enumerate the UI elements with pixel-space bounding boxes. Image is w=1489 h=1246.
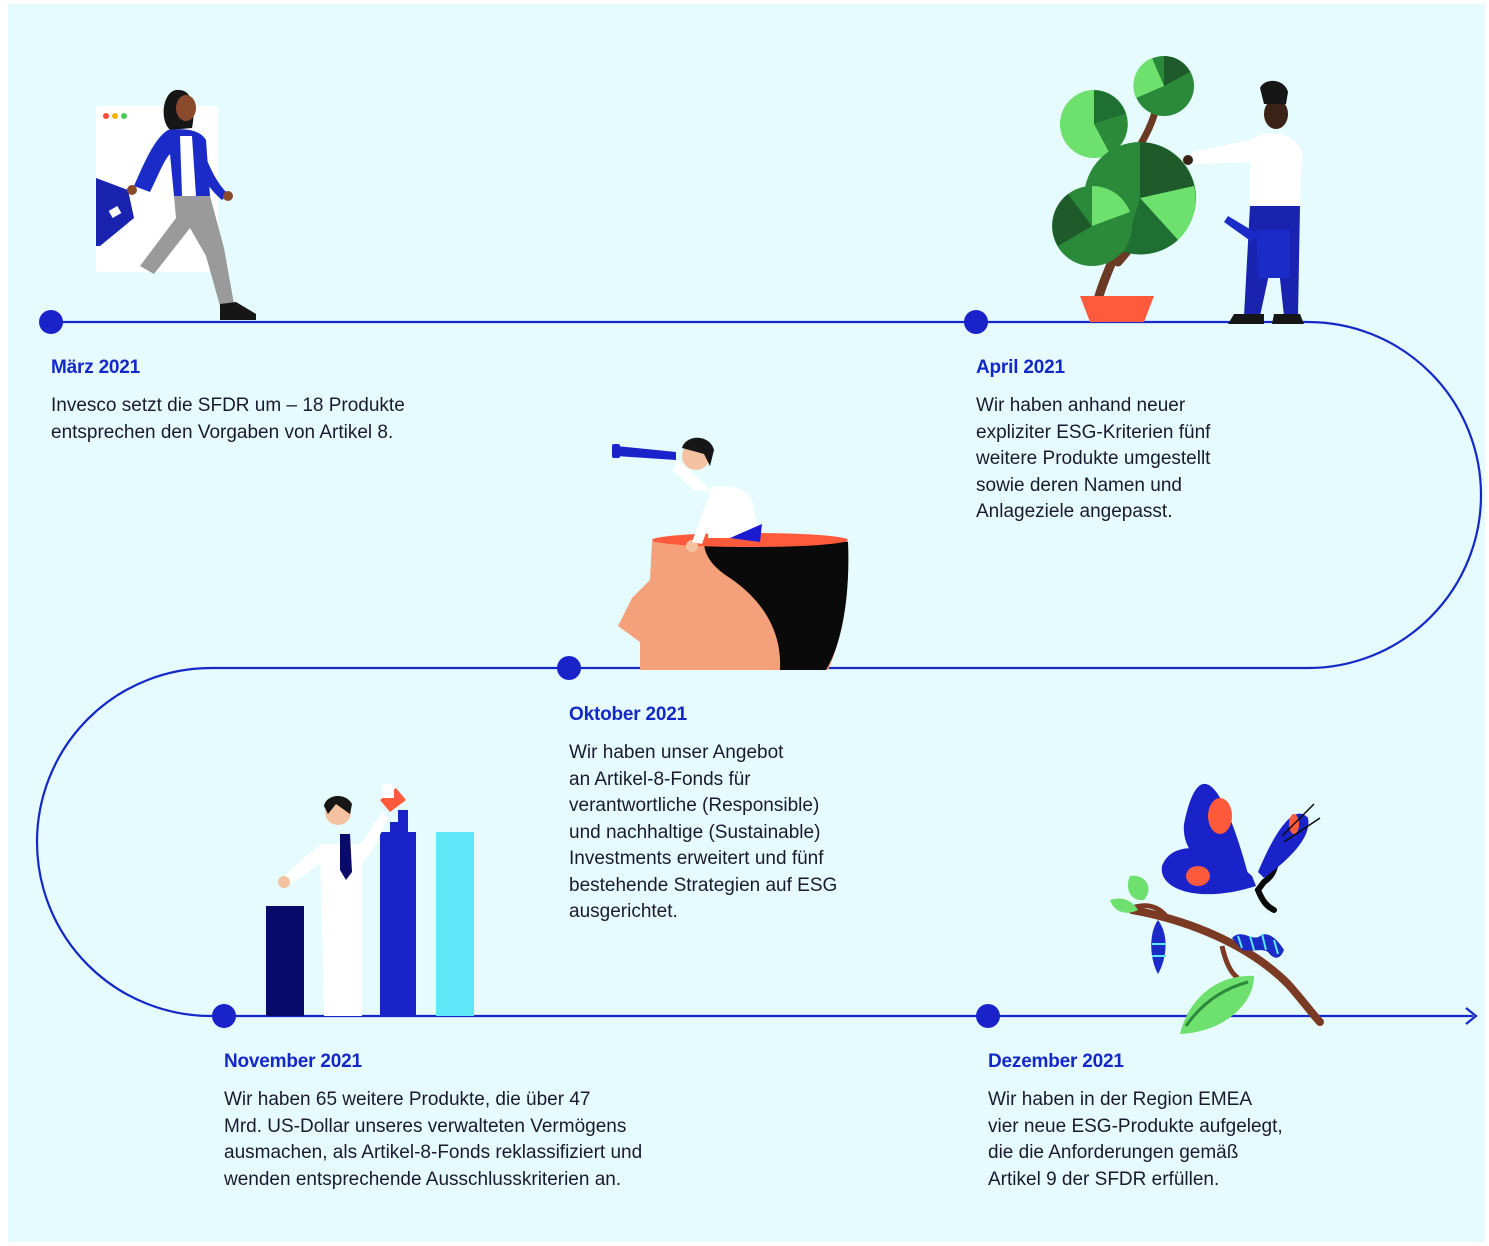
milestone-date: Oktober 2021	[569, 704, 687, 725]
milestone-maerz: März 2021 Invesco setzt die SFDR um – 18…	[51, 357, 551, 446]
timeline-dot-oktober	[557, 656, 581, 680]
milestone-description: Wir haben 65 weitere Produkte, die über …	[224, 1089, 643, 1190]
milestone-description: Wir haben anhand neuer expliziter ESG-Kr…	[976, 395, 1211, 522]
butterfly-branch-icon	[1110, 783, 1324, 1034]
telescope-head-icon	[612, 437, 849, 670]
timeline-arrowhead-icon	[1465, 1007, 1478, 1025]
bar-chart-painter-icon	[266, 784, 474, 1016]
timeline-dot-november	[212, 1004, 236, 1028]
milestone-oktober: Oktober 2021 Wir haben unser Angebot an …	[569, 704, 949, 926]
milestone-description: Invesco setzt die SFDR um – 18 Produkte …	[51, 395, 405, 443]
milestone-date: März 2021	[51, 357, 141, 378]
timeline-dot-april	[964, 310, 988, 334]
pie-chart-tree-gardener-icon	[1052, 56, 1304, 324]
milestone-description: Wir haben unser Angebot an Artikel-8-Fon…	[569, 742, 838, 922]
milestone-description: Wir haben in der Region EMEA vier neue E…	[988, 1089, 1283, 1190]
milestone-date: Dezember 2021	[988, 1051, 1124, 1072]
timeline-canvas: März 2021 Invesco setzt die SFDR um – 18…	[8, 4, 1485, 1242]
businesswoman-walking-icon	[96, 89, 256, 320]
milestone-date: April 2021	[976, 357, 1065, 378]
milestone-april: April 2021 Wir haben anhand neuer expliz…	[976, 357, 1336, 526]
milestone-dezember: Dezember 2021 Wir haben in der Region EM…	[988, 1051, 1408, 1193]
timeline-dot-maerz	[39, 310, 63, 334]
milestone-november: November 2021 Wir haben 65 weitere Produ…	[224, 1051, 784, 1193]
milestone-date: November 2021	[224, 1051, 362, 1072]
timeline-dot-dezember	[976, 1004, 1000, 1028]
